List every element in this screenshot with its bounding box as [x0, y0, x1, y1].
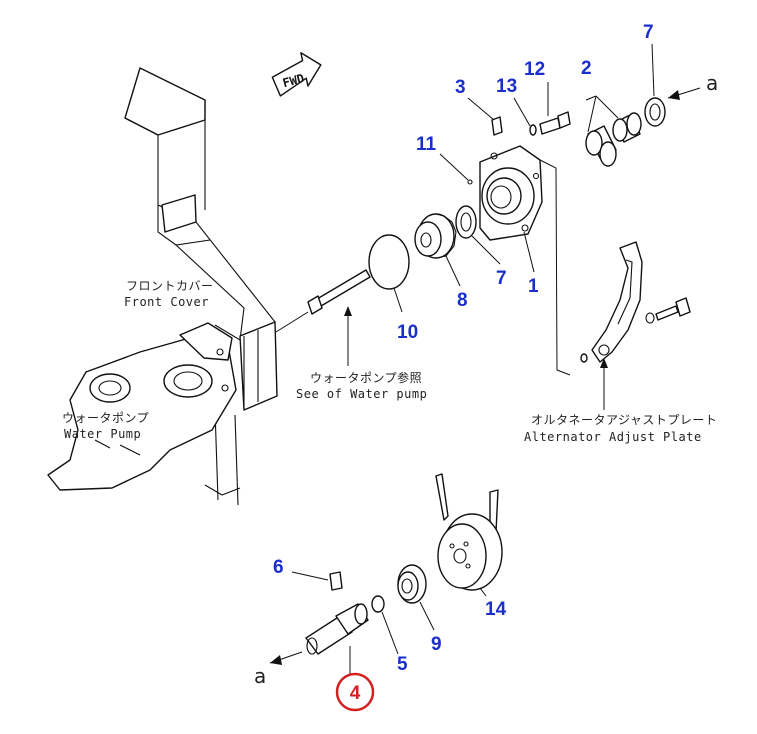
label-part-5: 5 [397, 654, 408, 675]
water-pump-jp: ウォータポンプ [62, 411, 149, 425]
label-part-10: 10 [397, 322, 418, 343]
part-9-bearing [397, 564, 427, 604]
part-3-plug [491, 116, 503, 136]
part-13-washer [529, 124, 537, 136]
highlight-part-4: 4 [335, 672, 375, 712]
water-pump-en: Water Pump [64, 427, 141, 441]
fwd-arrow: FWD [271, 52, 322, 97]
fwd-text: FWD [281, 71, 306, 90]
reference-arrow-a-top [667, 87, 701, 100]
front-cover-jp: フロントカバー [126, 279, 214, 293]
part-1-housing [479, 145, 571, 376]
front-cover-housing [124, 67, 278, 506]
ref-a-top: a [706, 71, 718, 95]
label-part-13: 13 [496, 76, 517, 97]
part-number-labels: 1 2 3 5 6 7 7 8 9 10 11 12 13 14 [273, 22, 654, 675]
reference-arrow-a-bottom [269, 651, 303, 665]
part-10-gasket [368, 234, 410, 290]
ref-a-bottom: a [254, 664, 266, 688]
part-2-bushings [585, 112, 642, 167]
water-pump-ref-jp: ウォータポンプ参照 [310, 370, 422, 385]
label-part-11: 11 [416, 134, 437, 155]
label-part-14: 14 [485, 599, 507, 620]
part-8-nut [414, 213, 457, 259]
part-5-spacer [371, 595, 385, 613]
label-part-8: 8 [457, 290, 468, 311]
leader-lines [291, 43, 655, 674]
part-14-pulley [435, 473, 503, 591]
callout-labels: フロントカバー Front Cover ウォータポンプ参照 See of Wat… [62, 71, 718, 688]
label-part-4: 4 [350, 683, 361, 704]
part-12-bolt [539, 111, 571, 135]
label-part-2: 2 [581, 58, 592, 79]
label-part-9: 9 [431, 634, 442, 655]
part-11-pin [467, 179, 473, 185]
part-6-key [329, 571, 343, 591]
label-part-7-lower: 7 [496, 268, 507, 289]
alt-plate-en: Alternator Adjust Plate [524, 430, 702, 444]
pump-shaft [275, 269, 371, 333]
label-part-7-upper: 7 [643, 22, 654, 43]
label-part-6: 6 [273, 557, 284, 578]
front-cover-en: Front Cover [124, 295, 209, 309]
part-4-shaft [305, 603, 369, 655]
water-pump-ref-en: See of Water pump [296, 387, 427, 401]
label-part-3: 3 [455, 77, 466, 98]
part-7-washer-upper [644, 97, 666, 127]
alt-plate-jp: オルタネータアジャストプレート [531, 413, 717, 427]
label-part-12: 12 [524, 59, 545, 80]
part-7-washer-lower [455, 205, 477, 239]
alternator-adjust-plate [580, 241, 691, 363]
label-part-1: 1 [528, 276, 539, 297]
water-pump-housing [47, 322, 237, 491]
